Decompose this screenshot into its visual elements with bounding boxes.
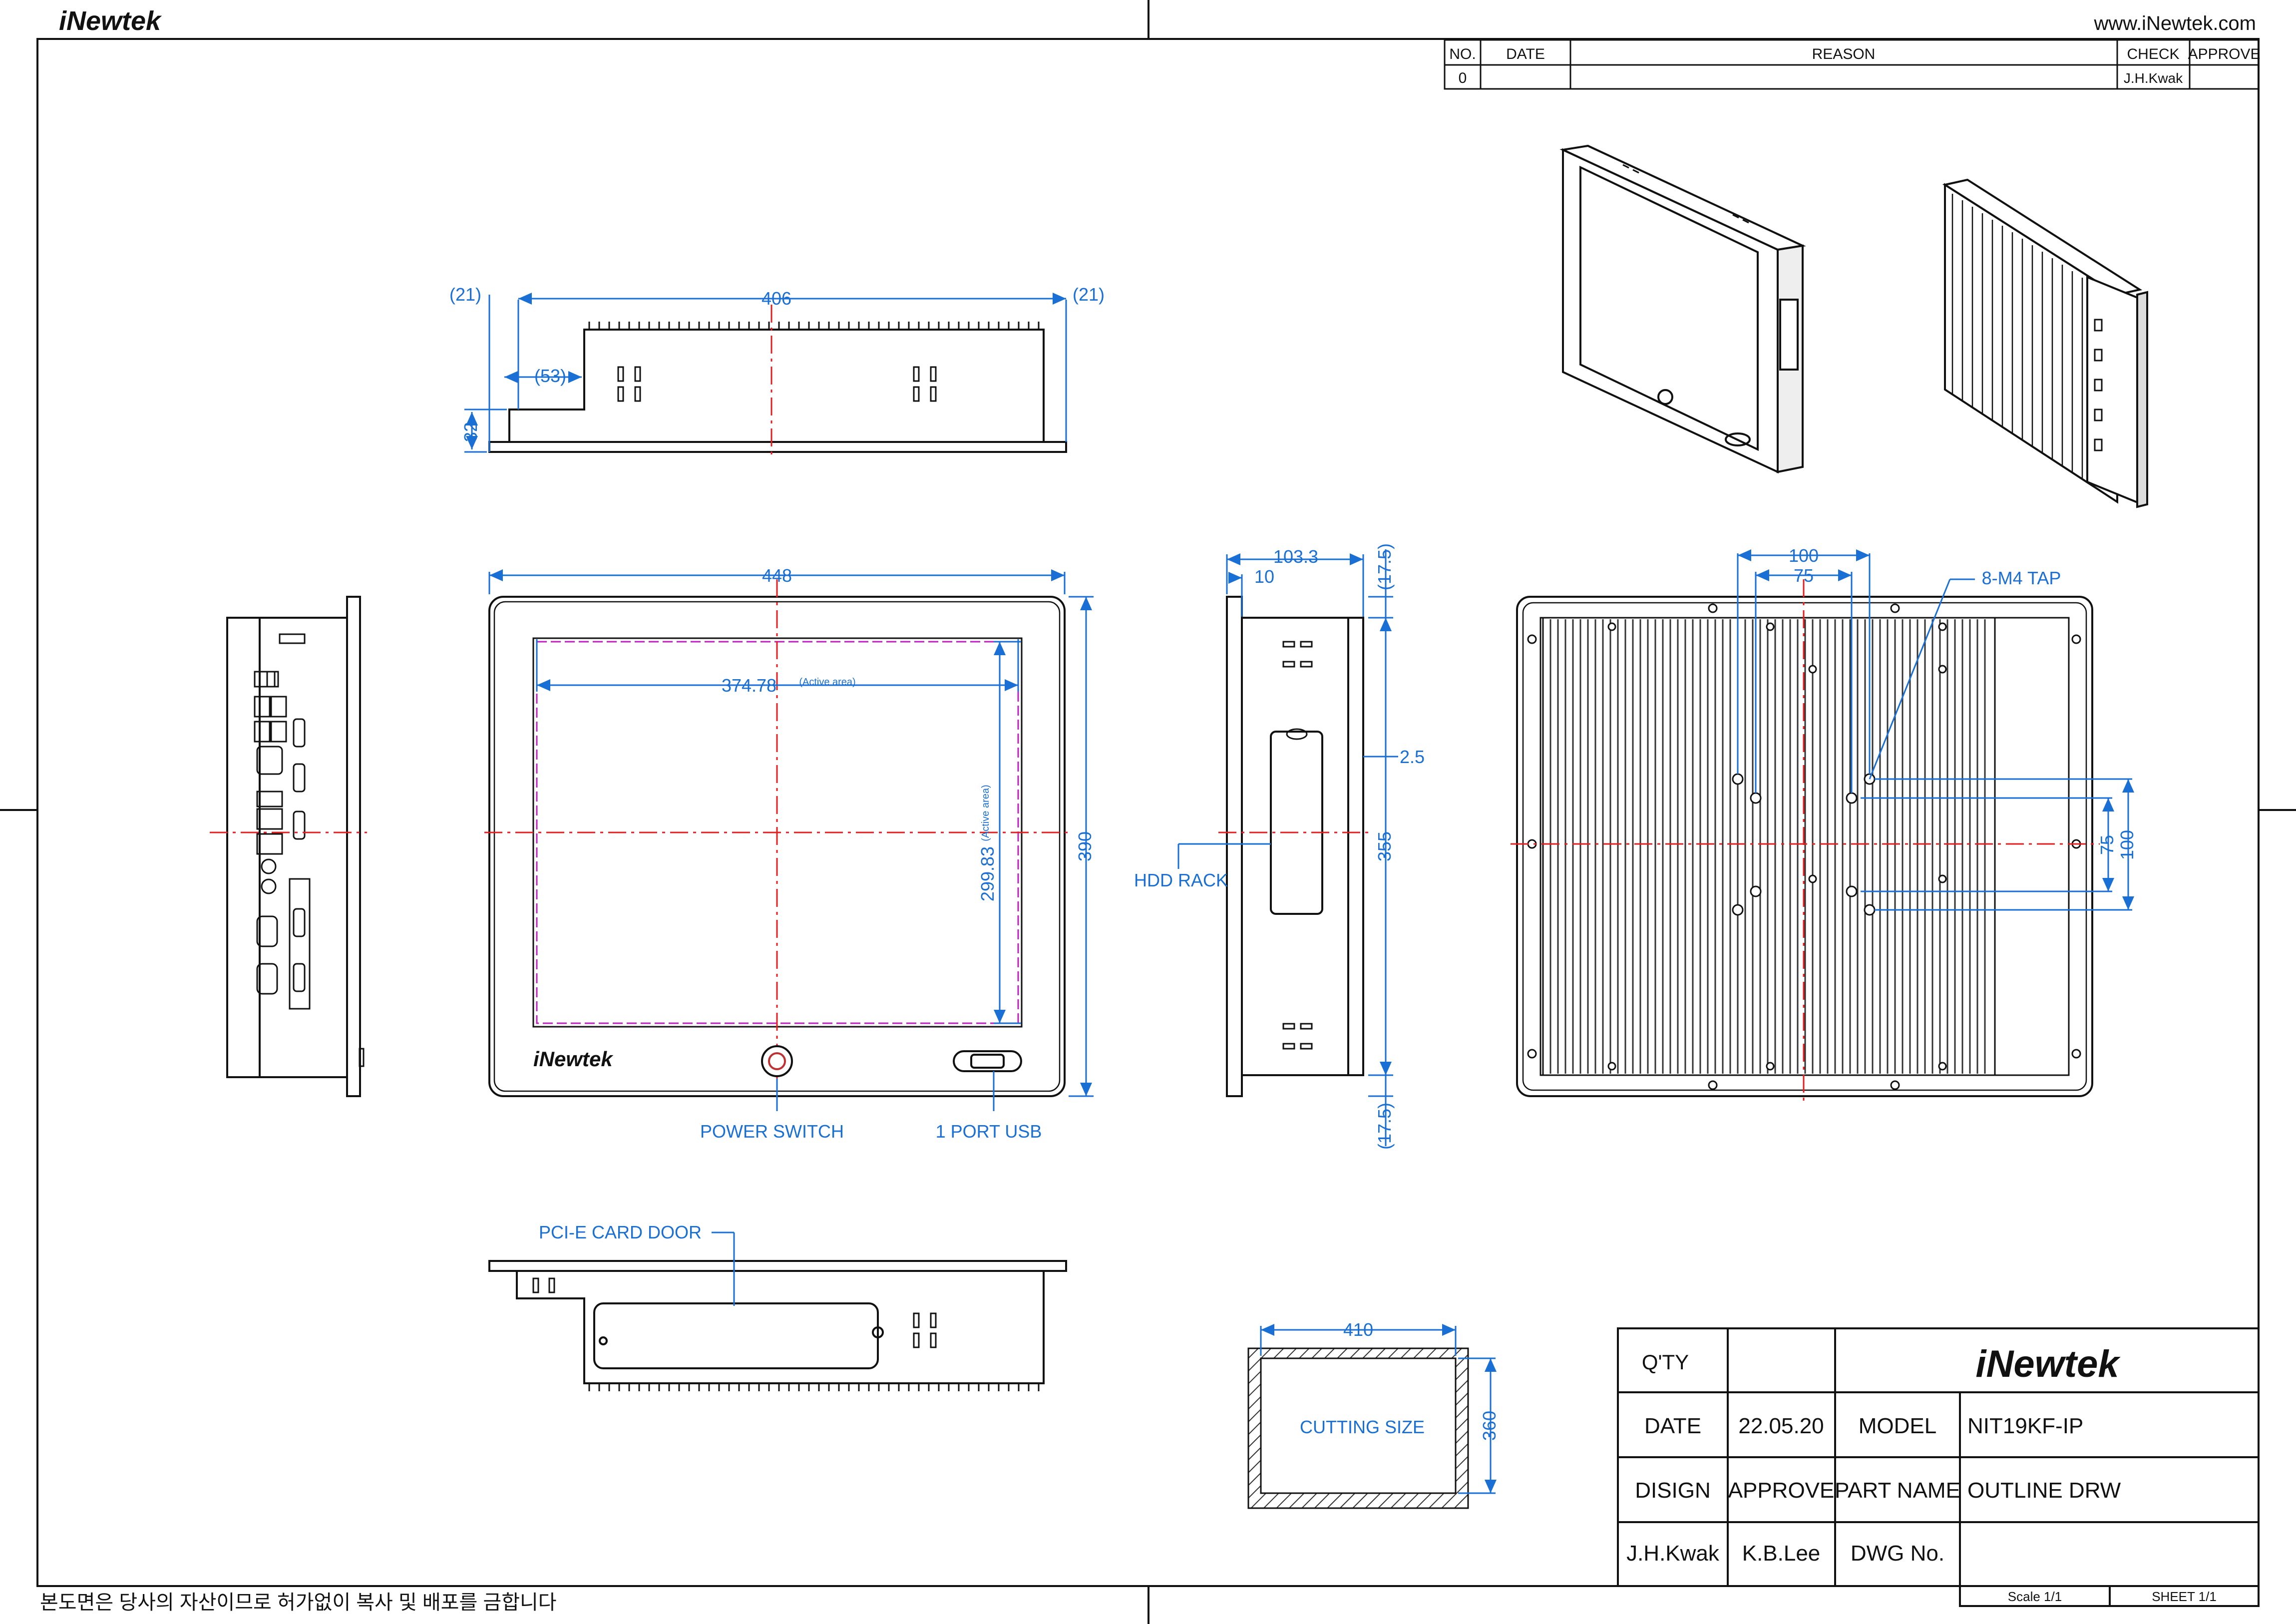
active-area-note-v: (Active area) (980, 785, 991, 841)
tb-partname-value: OUTLINE DRW (1967, 1478, 2121, 1503)
header-logo: iNewtek (59, 6, 162, 36)
dim-side-lip: 2.5 (1400, 747, 1425, 767)
dim-active-height: 299.83 (977, 846, 998, 901)
dim-top-32: 32 (460, 422, 481, 442)
iso-rear-view (1942, 178, 2148, 508)
dim-top-53: (53) (534, 366, 566, 386)
tb-approver: K.B.Lee (1742, 1541, 1821, 1566)
cutout-label: CUTTING SIZE (1300, 1417, 1425, 1437)
dim-top-21-left: (21) (449, 284, 481, 305)
bottom-view-callout-leader (712, 1231, 735, 1306)
header-logo-text: iNewtek (59, 6, 162, 36)
rev-row-check: J.H.Kwak (2124, 70, 2183, 86)
front-view-dimensions (488, 569, 1094, 1111)
io-ports (254, 633, 365, 1067)
revision-table: NO. DATE REASON CHECK APPROVE 0 J.H.Kwak (1444, 39, 2261, 90)
cutout-dimensions (1260, 1324, 1497, 1494)
top-view-fins (588, 322, 1040, 330)
dim-rear-75-h: 75 (1794, 565, 1814, 586)
tb-dwgno-label: DWG No. (1851, 1541, 1944, 1566)
callout-hdd-rack: HDD RACK (1134, 870, 1228, 890)
dim-side-top-offset: (17.5) (1374, 543, 1395, 590)
dim-side-355: 355 (1374, 831, 1395, 861)
dim-rear-75-v: 75 (2097, 835, 2117, 855)
rev-header-date: DATE (1506, 46, 1545, 62)
dim-rear-100-h: 100 (1789, 545, 1819, 566)
rev-row-no: 0 (1459, 70, 1467, 86)
tb-date-value: 22.05.20 (1738, 1414, 1824, 1438)
rear-view-dimensions (1737, 549, 2134, 911)
power-switch-icon (761, 1045, 793, 1077)
bottom-view: PCI-E CARD DOOR (488, 1222, 1067, 1391)
tb-partname-label: PART NAME (1835, 1478, 1960, 1503)
tb-design-label: DISIGN (1635, 1478, 1711, 1503)
rear-view-fins (1549, 619, 1986, 1074)
cutout-diagram: 410 360 CUTTING SIZE (1247, 1319, 1500, 1509)
front-brand-logo: iNewtek (533, 1047, 614, 1071)
rev-header-reason: REASON (1812, 46, 1876, 62)
side-view: 103.3 10 (17.5) 355 (17.5) 2.5 HDD RACK (1134, 543, 1425, 1150)
tb-scale: Scale 1/1 (2008, 1589, 2062, 1604)
title-block: Q'TY iNewtek DATE 22.05.20 MODEL NIT19KF… (1617, 1327, 2260, 1607)
iso-rear-fins (1951, 194, 2083, 479)
dim-cutout-410: 410 (1343, 1319, 1373, 1340)
dim-top-21-right: (21) (1073, 284, 1105, 305)
rear-view: 100 75 75 100 8-M4 TAP (1511, 545, 2137, 1104)
tb-date-label: DATE (1644, 1414, 1701, 1438)
usb-port-icon (953, 1050, 1022, 1072)
dim-side-depth: 103.3 (1273, 546, 1318, 567)
dim-side-bottom-offset: (17.5) (1374, 1103, 1395, 1150)
top-view: 406 (21) (21) (53) 32 (449, 284, 1105, 459)
tb-model-label: MODEL (1859, 1414, 1936, 1438)
rev-header-no: NO. (1449, 46, 1476, 62)
dim-rear-100-v: 100 (2117, 830, 2137, 860)
callout-m4-tap: 8-M4 TAP (1982, 568, 2061, 588)
dim-top-406: 406 (762, 288, 791, 309)
io-side-view (210, 596, 367, 1097)
dim-active-width: 374.78 (722, 675, 776, 696)
dim-side-bezel: 10 (1254, 566, 1274, 587)
top-view-dimensions (464, 293, 1067, 453)
rev-header-approve: APPROVE (2188, 46, 2260, 62)
tb-qty-label: Q'TY (1642, 1350, 1689, 1374)
dim-cutout-360: 360 (1479, 1411, 1500, 1441)
callout-pcie-door: PCI-E CARD DOOR (539, 1222, 702, 1242)
tb-logo: iNewtek (1975, 1343, 2121, 1385)
copyright-notice: 본도면은 당사의 자산이므로 허가없이 복사 및 배포를 금합니다 (40, 1592, 557, 1614)
bottom-view-fins (588, 1383, 1040, 1391)
tb-model-value: NIT19KF-IP (1967, 1414, 2083, 1438)
tb-sheet: SHEET 1/1 (2152, 1589, 2217, 1604)
front-view: iNewtek 448 390 374.78 (484, 565, 1095, 1142)
website-url: www.iNewtek.com (2093, 12, 2256, 34)
tb-approve-label: APPROVE (1728, 1478, 1835, 1503)
rev-header-check: CHECK (2127, 46, 2179, 62)
dim-front-390: 390 (1075, 831, 1095, 861)
iso-front-view (1559, 144, 1806, 474)
callout-power-switch: POWER SWITCH (700, 1121, 844, 1142)
active-area-note-h: (Active area) (799, 677, 855, 688)
tb-designer: J.H.Kwak (1626, 1541, 1720, 1566)
dim-front-448: 448 (762, 565, 792, 586)
callout-usb-port: 1 PORT USB (936, 1121, 1042, 1142)
side-view-dimensions (1177, 549, 1398, 1146)
